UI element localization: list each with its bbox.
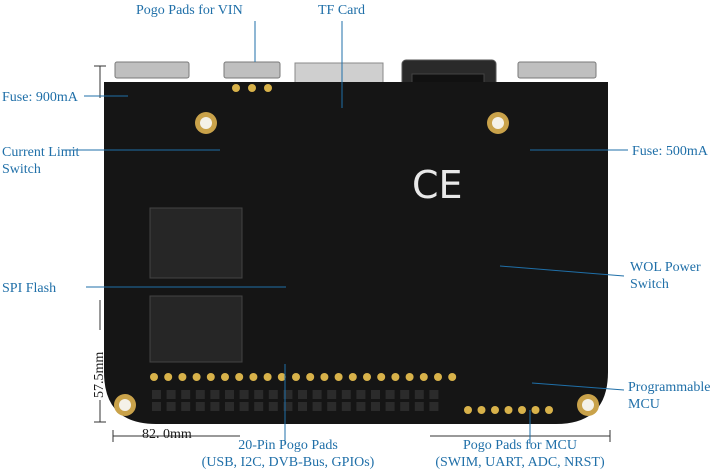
pogo-pad <box>206 373 215 381</box>
header-pin <box>152 402 161 411</box>
header-pin <box>225 390 234 399</box>
dimension-lines <box>94 65 611 442</box>
header-pin <box>356 390 366 399</box>
header-pin <box>414 390 424 399</box>
header-pin <box>414 402 424 411</box>
header-pin <box>429 402 439 411</box>
label-programmable-mcu: Programmable MCU <box>628 380 711 412</box>
mcu-pogo-pad <box>477 406 486 414</box>
callout-lines <box>62 21 628 444</box>
mcu-pogo-pad <box>504 406 513 414</box>
label-spi-flash: SPI Flash <box>2 281 57 296</box>
pogo-pad <box>334 373 343 381</box>
header-pin <box>371 390 380 399</box>
header-pin <box>268 390 278 399</box>
label-fuse-900ma: Fuse: 900mA <box>2 90 78 105</box>
mcu-pogo-pad <box>518 406 526 414</box>
label-pogo-pads-mcu: Pogo Pads for MCU (SWIM, UART, ADC, NRST… <box>435 438 605 470</box>
pogo-pad <box>419 373 428 381</box>
header-pin <box>283 402 293 411</box>
header-pin <box>312 402 322 411</box>
header-pin <box>239 390 249 399</box>
header-pin <box>254 402 264 411</box>
header-pin <box>327 390 337 399</box>
header-pin <box>429 390 439 399</box>
mounting-holes <box>114 112 599 416</box>
label-current-limit-switch: Current Limit Switch <box>2 145 80 177</box>
header-pin <box>195 402 205 411</box>
header-pin <box>327 402 337 411</box>
pogo-20-pin-pads <box>150 373 457 381</box>
mcu-pogo-pads <box>464 406 553 414</box>
pogo-pad <box>405 373 414 381</box>
header-pin <box>195 390 205 399</box>
header-pin <box>225 402 234 411</box>
pogo-pad <box>277 373 286 381</box>
header-pin <box>283 390 293 399</box>
pogo-pad <box>192 373 201 381</box>
header-pin <box>312 390 322 399</box>
pogo-pad <box>263 373 272 381</box>
label-tf-card: TF Card <box>318 3 366 18</box>
header-pin <box>210 390 220 399</box>
pogo-pad <box>249 373 258 381</box>
header-pins <box>152 390 439 411</box>
header-pin <box>181 402 191 411</box>
pogo-pad <box>150 373 158 381</box>
header-pin <box>152 390 161 399</box>
mcu-pogo-pad <box>491 406 499 414</box>
header-pin <box>210 402 220 411</box>
pogo-pad <box>391 373 400 381</box>
pogo-pad <box>448 373 457 381</box>
label-wol-power-switch: WOL Power Switch <box>630 260 701 292</box>
header-pin <box>385 402 395 411</box>
header-pin <box>298 402 307 411</box>
header-pin <box>341 390 351 399</box>
header-pin <box>254 390 264 399</box>
header-pin <box>181 390 191 399</box>
mcu-pogo-pad <box>464 406 472 414</box>
label-20-pin-pogo-pads: 20-Pin Pogo Pads (USB, I2C, DVB-Bus, GPI… <box>201 438 375 470</box>
pogo-pad <box>164 373 173 381</box>
mcu-pogo-pad <box>531 406 540 414</box>
pogo-pad <box>434 373 442 381</box>
header-pin <box>341 402 351 411</box>
header-pin <box>356 402 366 411</box>
pogo-pad <box>377 373 386 381</box>
ram-chips <box>149 207 243 363</box>
usb-connectors <box>114 61 597 79</box>
pogo-pad <box>221 373 229 381</box>
header-pin <box>166 402 176 411</box>
pogo-pad <box>320 373 329 381</box>
header-pin <box>400 402 410 411</box>
header-pin <box>385 390 395 399</box>
header-pin <box>400 390 410 399</box>
pogo-pad <box>363 373 371 381</box>
pogo-pad <box>292 373 300 381</box>
ce-mark: CE <box>412 163 463 207</box>
dimension-width: 82. 0mm <box>142 427 192 442</box>
vin-pogo-pads <box>232 84 272 92</box>
pogo-pad <box>178 373 187 381</box>
header-pin <box>298 390 307 399</box>
pogo-pad <box>348 373 357 381</box>
header-pin <box>239 402 249 411</box>
pogo-pad <box>235 373 244 381</box>
header-pin <box>371 402 380 411</box>
pogo-pad <box>306 373 315 381</box>
label-pogo-pads-vin: Pogo Pads for VIN <box>136 3 243 18</box>
header-pin <box>166 390 176 399</box>
dimension-height: 57.5mm <box>92 351 107 398</box>
header-pin <box>268 402 278 411</box>
mcu-pogo-pad <box>545 406 553 414</box>
label-fuse-500ma: Fuse: 500mA <box>632 144 708 159</box>
